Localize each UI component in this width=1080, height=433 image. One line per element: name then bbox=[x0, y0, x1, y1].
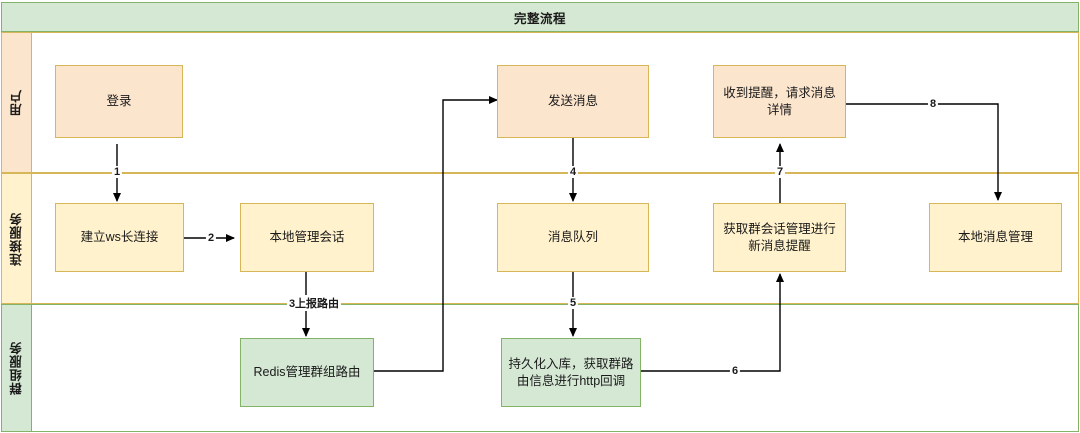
node-redis-group-route[interactable]: Redis管理群组路由 bbox=[240, 338, 374, 407]
node-send-message[interactable]: 发送消息 bbox=[497, 65, 649, 138]
edge-label-8: 8 bbox=[927, 98, 939, 110]
node-login[interactable]: 登录 bbox=[55, 65, 183, 138]
node-message-queue[interactable]: 消息队列 bbox=[497, 203, 649, 272]
node-local-session[interactable]: 本地管理会话 bbox=[240, 203, 374, 272]
edge-label-7: 7 bbox=[774, 166, 786, 178]
lane-label-user: 用户 bbox=[10, 89, 24, 116]
edge-label-4: 4 bbox=[567, 166, 579, 178]
edge-label-6: 6 bbox=[729, 365, 741, 377]
edge-label-5: 5 bbox=[567, 297, 579, 309]
pool-title: 完整流程 bbox=[1, 2, 1079, 32]
node-group-session-notify[interactable]: 获取群会话管理进行新消息提醒 bbox=[713, 203, 846, 272]
node-receive-notice[interactable]: 收到提醒，请求消息详情 bbox=[713, 65, 846, 138]
lane-label-group-service: 群组服务 bbox=[10, 341, 24, 395]
edge-label-1: 1 bbox=[111, 166, 123, 178]
node-local-message-management[interactable]: 本地消息管理 bbox=[929, 203, 1062, 272]
lane-header-group-service: 群组服务 bbox=[2, 305, 32, 431]
node-persist-http-callback[interactable]: 持久化入库，获取群路由信息进行http回调 bbox=[501, 338, 641, 407]
edge-label-2: 2 bbox=[205, 232, 217, 244]
edge-label-3: 3上报路由 bbox=[286, 295, 342, 311]
node-ws-connect[interactable]: 建立ws长连接 bbox=[55, 203, 184, 272]
lane-label-connection-service: 连接服务 bbox=[10, 211, 24, 266]
lane-header-connection-service: 连接服务 bbox=[2, 174, 32, 303]
lane-header-user: 用户 bbox=[2, 33, 32, 172]
